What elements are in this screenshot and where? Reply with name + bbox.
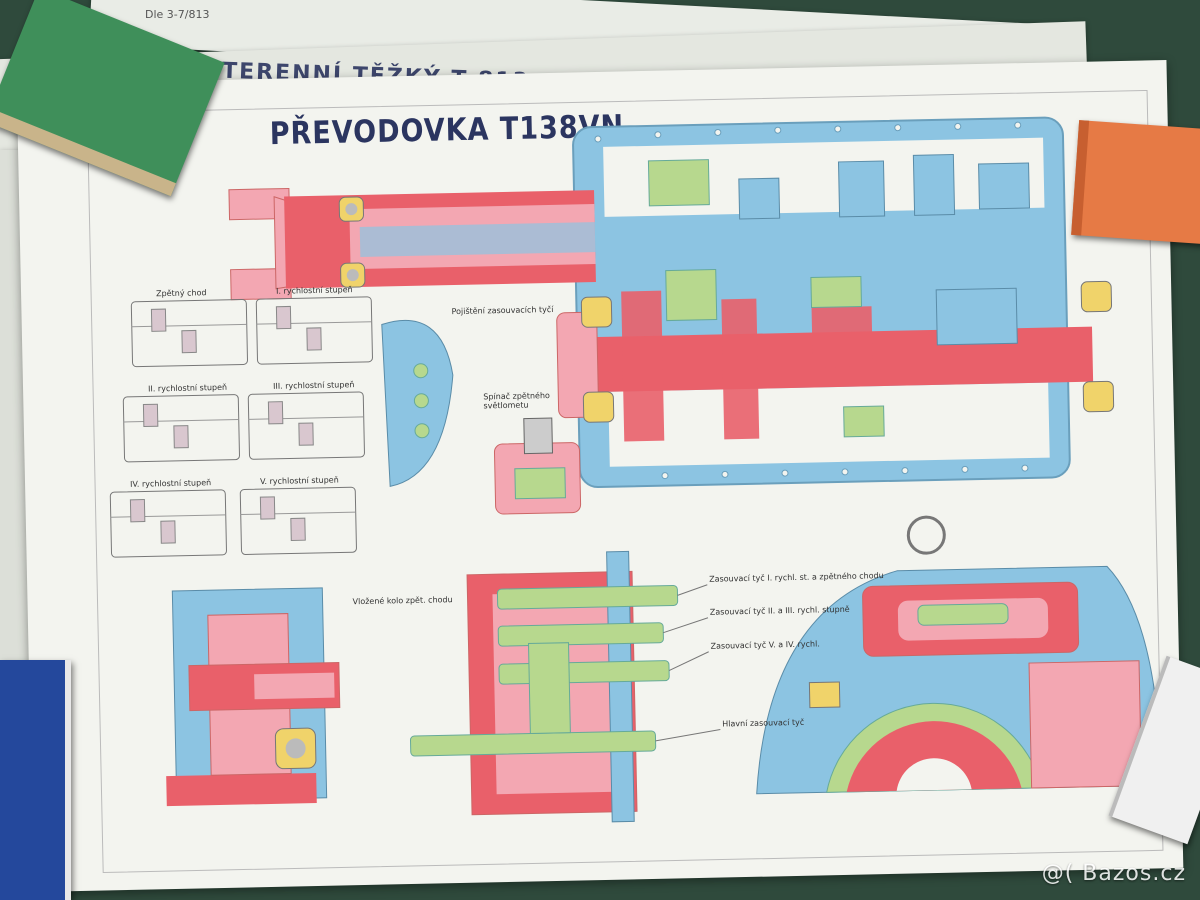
input-shaft [228,187,861,301]
idler-gear-detail [166,587,341,807]
blue-book [0,660,71,900]
label-gear1: I. rychlostní stupeň [275,285,353,296]
upper-gears [647,154,1030,438]
side-housing-detail [756,515,1163,795]
shift-rods-detail [409,550,721,823]
label-gear2: II. rychlostní stupeň [147,382,228,394]
transmission-drawing [86,89,1164,874]
label-reverse-switch: Spínač zpětného světlometu [483,391,550,411]
label-reverse: Zpětný chod [155,288,207,299]
orange-book [1071,120,1200,245]
reverse-switch-detail [493,417,582,515]
transmission-poster: PŘEVODOVKA T138VN [16,60,1184,892]
label-gear5: V. rychlostní stupeň [259,475,339,487]
label-main-rod: Hlavní zasouvací tyč [722,717,805,729]
rod-lock-detail [381,319,454,488]
bazos-watermark: @( Bazos.cz [1041,861,1186,886]
gear-position-diagrams [109,296,373,558]
label-gear4: IV. rychlostní stupeň [129,478,212,489]
stack-code-label: Dle 3-7/813 [145,8,210,21]
label-gear3: III. rychlostní stupeň [272,380,355,391]
